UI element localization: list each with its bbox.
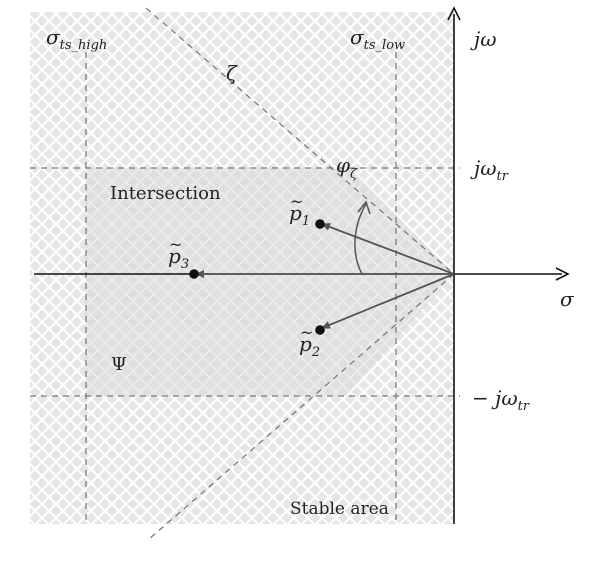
zeta-line-lower <box>147 273 455 541</box>
svg-text:p2: p2 <box>299 332 320 360</box>
p2-label: ~ p2 <box>299 323 320 360</box>
pole-p2 <box>315 325 325 335</box>
minus-j-omega-tr-label: − jωtr <box>472 386 530 414</box>
j-omega-label: jω <box>470 27 497 51</box>
p3-label: ~ p3 <box>168 235 189 272</box>
sigma-ts-high-label: σts_high <box>46 25 107 53</box>
vector-to-p2 <box>321 273 455 329</box>
svg-text:~: ~ <box>290 192 303 211</box>
zeta-line-upper <box>145 7 455 275</box>
phi-zeta-label: φζ <box>336 153 358 182</box>
zeta-label: ζ <box>226 61 238 85</box>
intersection-region <box>86 168 454 396</box>
pole-p1 <box>315 219 325 229</box>
stable-area-label: Stable area <box>290 499 389 519</box>
svg-text:p1: p1 <box>289 201 310 229</box>
svg-text:~: ~ <box>169 235 182 254</box>
phi-zeta-arc-arrow-icon <box>357 200 371 215</box>
p1-label: ~ p1 <box>289 192 310 229</box>
psi-label: Ψ <box>111 354 127 375</box>
imaginary-axis-arrow-icon <box>447 6 461 21</box>
j-omega-tr-label: jωtr <box>470 156 509 184</box>
sigma-axis-label: σ <box>560 287 575 311</box>
intersection-label: Intersection <box>110 183 221 204</box>
phi-zeta-angle-arc <box>354 203 367 275</box>
svg-text:~: ~ <box>300 323 313 342</box>
sigma-ts-low-label: σts_low <box>350 25 405 53</box>
svg-text:p3: p3 <box>168 244 189 272</box>
pole-p3 <box>189 269 199 279</box>
vector-to-p1 <box>321 223 455 275</box>
real-axis-arrow-icon <box>555 267 570 281</box>
